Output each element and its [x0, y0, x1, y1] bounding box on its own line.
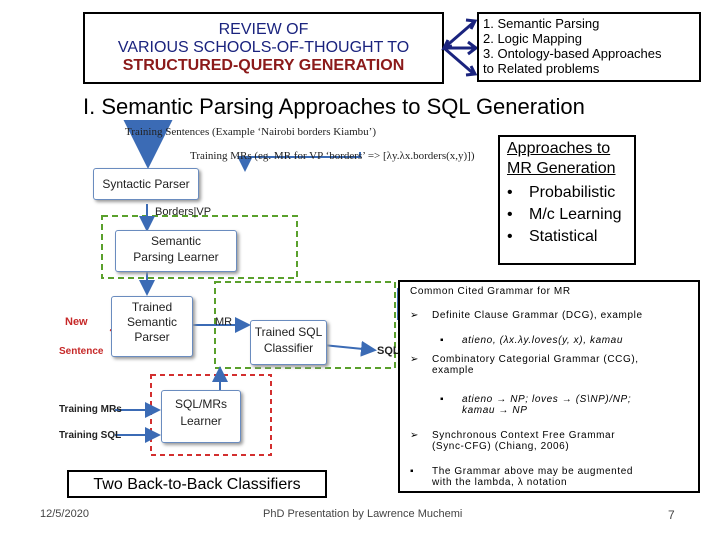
training-mrs-label: Training MRs (eg. MR for VP ‘borders’ =>…	[190, 150, 475, 162]
box-line: SQL/MRs	[174, 397, 227, 411]
approach-item: Probabilistic	[507, 182, 627, 204]
sentence-label: Sentence	[59, 346, 104, 357]
trained-sql-classifier-box: Trained SQL Classifier	[250, 320, 327, 365]
text-line: Synchronous Context Free Grammar	[432, 430, 616, 441]
topics-list: 1. Semantic Parsing 2. Logic Mapping 3. …	[477, 12, 701, 82]
grammar-item-text: Synchronous Context Free Grammar (Sync-C…	[432, 430, 692, 452]
square-bullet-icon: ▪	[440, 394, 445, 405]
grammar-heading: Common Cited Grammar for MR	[410, 286, 571, 297]
review-line-1: REVIEW OF	[218, 21, 309, 38]
text-line: kamau → NP	[462, 405, 528, 416]
approaches-heading-line: Approaches to	[507, 140, 611, 157]
grammar-example-text: atieno → NP; loves → (S\NP)/NP; kamau → …	[462, 394, 720, 416]
arrow-bullet-icon: ➢	[410, 430, 419, 441]
classifier-region	[214, 281, 396, 369]
review-title-box: REVIEW OF VARIOUS SCHOOLS-OF-THOUGHT TO …	[83, 12, 444, 84]
borders-vp-label: Borders|VP	[155, 206, 212, 218]
text-line: atieno → NP; loves → (S\NP)/NP;	[462, 394, 632, 405]
square-bullet-icon: ▪	[440, 335, 445, 346]
review-line-3: STRUCTURED-QUERY GENERATION	[122, 57, 405, 74]
slide-title: I. Semantic Parsing Approaches to SQL Ge…	[83, 94, 585, 119]
semantic-parsing-learner-box: Semantic Parsing Learner	[115, 230, 237, 272]
text-line: (Sync-CFG) (Chiang, 2006)	[432, 441, 570, 452]
approaches-box: Approaches to MR Generation Probabilisti…	[498, 135, 636, 265]
double-arrow-icon	[441, 18, 479, 77]
approach-item: Statistical	[507, 226, 627, 248]
training-sql-input-label: Training SQL	[59, 430, 122, 441]
sql-mrs-learner-box: SQL/MRs Learner	[161, 390, 241, 443]
syntactic-parser-box: Syntactic Parser	[93, 168, 199, 200]
page-number: 7	[668, 508, 675, 522]
arrow-bullet-icon: ➢	[410, 354, 419, 365]
approaches-heading-line: MR Generation	[507, 160, 616, 177]
grammar-example-text: atieno, (λx.λy.loves(y, x), kamau	[462, 335, 623, 346]
grammar-box: Common Cited Grammar for MR ➢ Definite C…	[398, 280, 700, 493]
topic-item: 2. Logic Mapping	[483, 31, 583, 46]
topic-item: to Related problems	[483, 61, 600, 76]
grammar-note-text: The Grammar above may be augmented with …	[432, 466, 692, 488]
box-line: Trained	[131, 300, 173, 314]
grammar-item-text: Definite Clause Grammar (DCG), example	[432, 310, 643, 321]
text-line: The Grammar above may be augmented	[432, 466, 634, 477]
trained-semantic-parser-box: Trained Semantic Parser	[111, 296, 193, 357]
topic-item: 3. Ontology-based Approaches	[483, 46, 662, 61]
square-bullet-icon: ▪	[410, 466, 415, 477]
footer-date: 12/5/2020	[40, 508, 89, 520]
diagram-caption: Two Back-to-Back Classifiers	[67, 470, 327, 498]
training-sentences-label: Training Sentences (Example ‘Nairobi bor…	[125, 126, 377, 138]
box-line: Semantic	[126, 315, 178, 329]
text-line: Combinatory Categorial Grammar (CCG),	[432, 354, 639, 365]
approach-item: M/c Learning	[507, 204, 627, 226]
grammar-item-text: Combinatory Categorial Grammar (CCG), ex…	[432, 354, 692, 376]
architecture-diagram: Training Sentences (Example ‘Nairobi bor…	[55, 120, 495, 480]
box-line: Learner	[180, 414, 222, 428]
learner-region	[101, 215, 298, 279]
review-line-2: VARIOUS SCHOOLS-OF-THOUGHT TO	[117, 39, 410, 56]
approaches-list: Probabilistic M/c Learning Statistical	[507, 182, 627, 248]
training-mrs-input-label: Training MRs	[59, 404, 122, 415]
sql-output-label: SQL	[377, 345, 400, 357]
arrow-bullet-icon: ➢	[410, 310, 419, 321]
mr-label: MR	[215, 316, 233, 328]
text-line: with the lambda, λ notation	[432, 477, 568, 488]
box-line: Classifier	[263, 341, 314, 355]
box-line: Parsing Learner	[133, 250, 219, 264]
box-line: Parser	[134, 330, 170, 344]
box-line: Trained SQL	[254, 325, 323, 339]
box-line: Semantic	[150, 234, 202, 248]
footer-presenter: PhD Presentation by Lawrence Muchemi	[263, 508, 463, 520]
topic-item: 1. Semantic Parsing	[483, 16, 600, 31]
text-line: example	[432, 365, 474, 376]
new-label: New	[65, 316, 88, 328]
